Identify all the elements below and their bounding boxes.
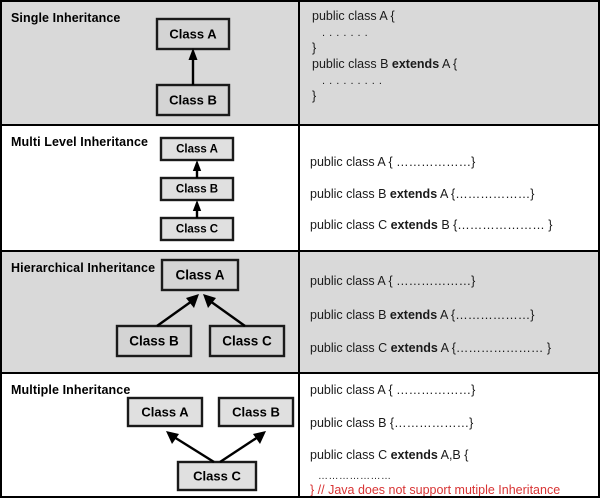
row-title-multiple: Multiple Inheritance: [11, 383, 131, 397]
code-line: public class C extends A {………………… }: [310, 341, 552, 355]
code-line: public class B extends A {………………}: [310, 186, 535, 201]
class-box-c-label: Class C: [193, 468, 241, 483]
arrow-b-to-a: [156, 300, 193, 327]
arrow-head-b-to-a: [188, 48, 198, 60]
code-line-comment: } // Java does not support mutiple Inher…: [310, 482, 561, 496]
arrow-head-b-to-a: [192, 160, 202, 171]
row-title-hierarchical: Hierarchical Inheritance: [11, 261, 156, 275]
row-title-multilevel: Multi Level Inheritance: [11, 135, 149, 149]
class-box-c-label: Class C: [176, 224, 218, 236]
class-box-b-label: Class B: [176, 184, 218, 196]
arrow-c-to-a: [173, 435, 215, 464]
code-line: public class B extends A {: [312, 57, 458, 71]
class-box-b: [217, 396, 295, 428]
code-line: }: [312, 40, 317, 55]
class-box-a: [126, 396, 204, 428]
code-line: public class B extends A {………………}: [310, 307, 535, 322]
row-single-inheritance: Single Inheritance Class A Class B publi…: [2, 2, 598, 126]
code-line: public class A { ………………}: [310, 155, 476, 169]
class-box-b: [115, 324, 193, 358]
class-box-b-label: Class B: [232, 404, 280, 419]
multiple-inheritance-graph: Class A Class B Class C: [126, 396, 295, 492]
code-block-multilevel: public class A { ………………} public class B …: [310, 156, 590, 232]
code-block-multiple: public class A { ………………} public class B …: [310, 384, 590, 496]
class-box-b-label: Class B: [169, 92, 217, 107]
code-line: public class A { ………………}: [310, 383, 476, 397]
row-hierarchical-inheritance: Hierarchical Inheritance Class A Class B…: [2, 252, 598, 374]
class-box-a: [160, 258, 240, 292]
code-line: …………………: [318, 470, 392, 482]
class-box-a-label: Class A: [169, 26, 217, 41]
code-block-single: public class A { . . . . . . . } public …: [312, 10, 590, 102]
class-box-c-label: Class C: [222, 334, 272, 349]
row-multi-level-inheritance: Multi Level Inheritance Class A Class B …: [2, 126, 598, 252]
arrow-head-b-to-a: [186, 294, 199, 308]
class-box-c: [208, 324, 286, 358]
code-line: }: [312, 88, 317, 103]
row-title-single: Single Inheritance: [11, 11, 121, 25]
code-line: public class C extends B {………………… }: [310, 218, 553, 232]
diagram-cell-single: Single Inheritance Class A Class B: [2, 2, 300, 124]
code-line: . . . . . . . . .: [322, 74, 383, 87]
code-line: public class A {: [312, 9, 395, 23]
code-line: public class A { ………………}: [310, 274, 476, 288]
code-line: . . . . . . .: [322, 26, 369, 39]
arrow-head-c-to-a: [203, 294, 216, 308]
code-cell-hierarchical: public class A { ………………} public class B …: [300, 252, 598, 372]
arrow-head-c-to-b: [253, 431, 266, 444]
arrow-c-to-b: [219, 435, 259, 464]
class-box-a-label: Class A: [176, 144, 218, 156]
arrow-head-c-to-b: [192, 200, 202, 211]
diagram-cell-multilevel: Multi Level Inheritance Class A Class B …: [2, 126, 300, 250]
code-cell-multiple: public class A { ………………} public class B …: [300, 374, 598, 496]
diagram-cell-multiple: Multiple Inheritance Class A Class B Cla…: [2, 374, 300, 496]
code-cell-multilevel: public class A { ………………} public class B …: [300, 126, 598, 250]
arrow-c-to-a: [209, 300, 246, 327]
code-block-hierarchical: public class A { ………………} public class B …: [310, 275, 590, 355]
arrow-head-c-to-a: [166, 431, 179, 444]
code-line: public class C extends A,B {: [310, 448, 469, 462]
class-box-b-label: Class B: [129, 334, 179, 349]
class-box-a-label: Class A: [175, 268, 224, 283]
diagram-cell-hierarchical: Hierarchical Inheritance Class A Class B…: [2, 252, 300, 372]
class-box-a-label: Class A: [141, 404, 189, 419]
code-line: public class B {………………}: [310, 415, 474, 430]
multilevel-inheritance-graph: Class A Class B Class C: [159, 136, 235, 242]
single-inheritance-graph: Class A Class B: [155, 17, 231, 117]
row-multiple-inheritance: Multiple Inheritance Class A Class B Cla…: [2, 374, 598, 496]
hierarchical-inheritance-graph: Class A Class B Class C: [115, 258, 286, 358]
class-box-c: [176, 460, 258, 492]
class-box-a: [155, 17, 231, 51]
code-cell-single: public class A { . . . . . . . } public …: [300, 2, 598, 124]
